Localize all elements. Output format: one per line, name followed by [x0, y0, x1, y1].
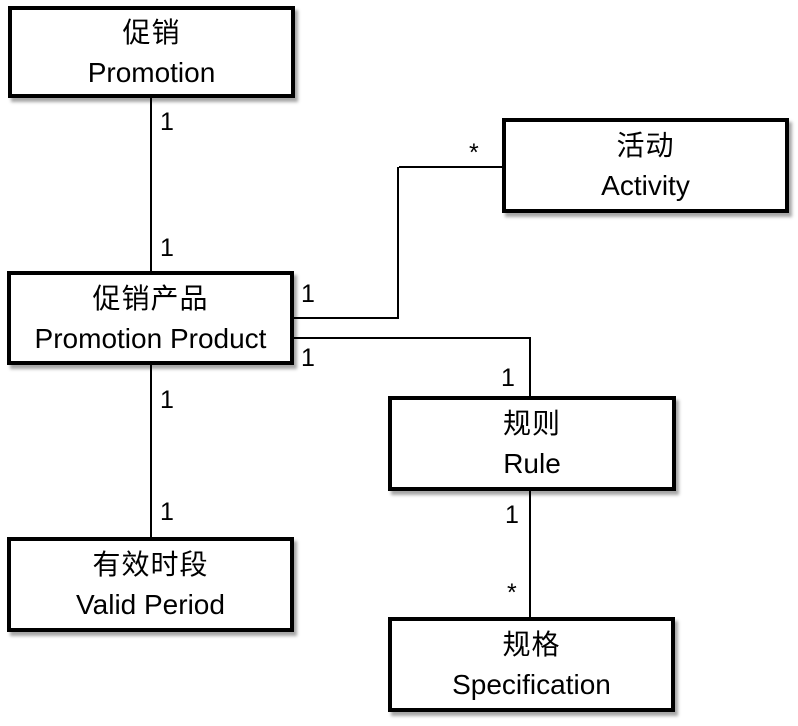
node-rule-label-en: Rule — [503, 448, 561, 479]
multiplicity-label-rule-to-spec-end: 1 — [505, 501, 519, 529]
node-specification-label-en: Specification — [452, 669, 611, 700]
node-valid-period: 有效时段 Valid Period — [7, 537, 294, 632]
node-promotion: 促销 Promotion — [8, 6, 295, 98]
multiplicity-label-promotion-end: 1 — [160, 108, 174, 136]
edge-promotion-product-to-rule-line-segment-1 — [294, 337, 531, 339]
node-valid-period-label-en: Valid Period — [76, 589, 225, 620]
edge-promotion-product-to-activity-line-segment-2 — [397, 167, 399, 319]
edge-promotion-to-promotion-product-line — [150, 98, 152, 271]
node-rule-label-zh: 规则 — [502, 408, 561, 439]
node-specification-label-zh: 规格 — [502, 629, 561, 660]
node-activity: 活动 Activity — [502, 118, 789, 213]
multiplicity-label-product-to-activity-end: 1 — [301, 280, 315, 308]
node-activity-label-zh: 活动 — [616, 130, 675, 161]
edge-promotion-product-to-rule-line-segment-2 — [529, 339, 531, 396]
edge-rule-to-specification-line — [529, 491, 531, 617]
node-promotion-product-label-en: Promotion Product — [34, 322, 267, 354]
multiplicity-label-specification-end: * — [507, 579, 517, 607]
node-rule: 规则 Rule — [388, 396, 676, 491]
edge-promotion-product-to-valid-period-line — [150, 365, 152, 537]
node-promotion-label-zh: 促销 — [122, 16, 181, 48]
edge-promotion-product-to-activity-line-segment-3 — [399, 166, 502, 168]
edge-promotion-product-to-activity-line-segment-1 — [294, 317, 399, 319]
multiplicity-label-promotion-product-end: 1 — [160, 234, 174, 262]
multiplicity-label-product-to-rule-end: 1 — [301, 344, 315, 372]
node-valid-period-label-zh: 有效时段 — [92, 549, 209, 580]
node-activity-label-en: Activity — [601, 170, 690, 201]
multiplicity-label-product-to-valid-end: 1 — [160, 386, 174, 414]
multiplicity-label-rule-end: 1 — [501, 364, 515, 392]
multiplicity-label-valid-period-end: 1 — [160, 498, 174, 526]
node-promotion-product-label-zh: 促销产品 — [92, 282, 209, 314]
node-promotion-product: 促销产品 Promotion Product — [7, 271, 294, 365]
node-specification: 规格 Specification — [388, 617, 675, 712]
node-promotion-label-en: Promotion — [87, 56, 216, 88]
multiplicity-label-activity-end: * — [469, 139, 479, 167]
